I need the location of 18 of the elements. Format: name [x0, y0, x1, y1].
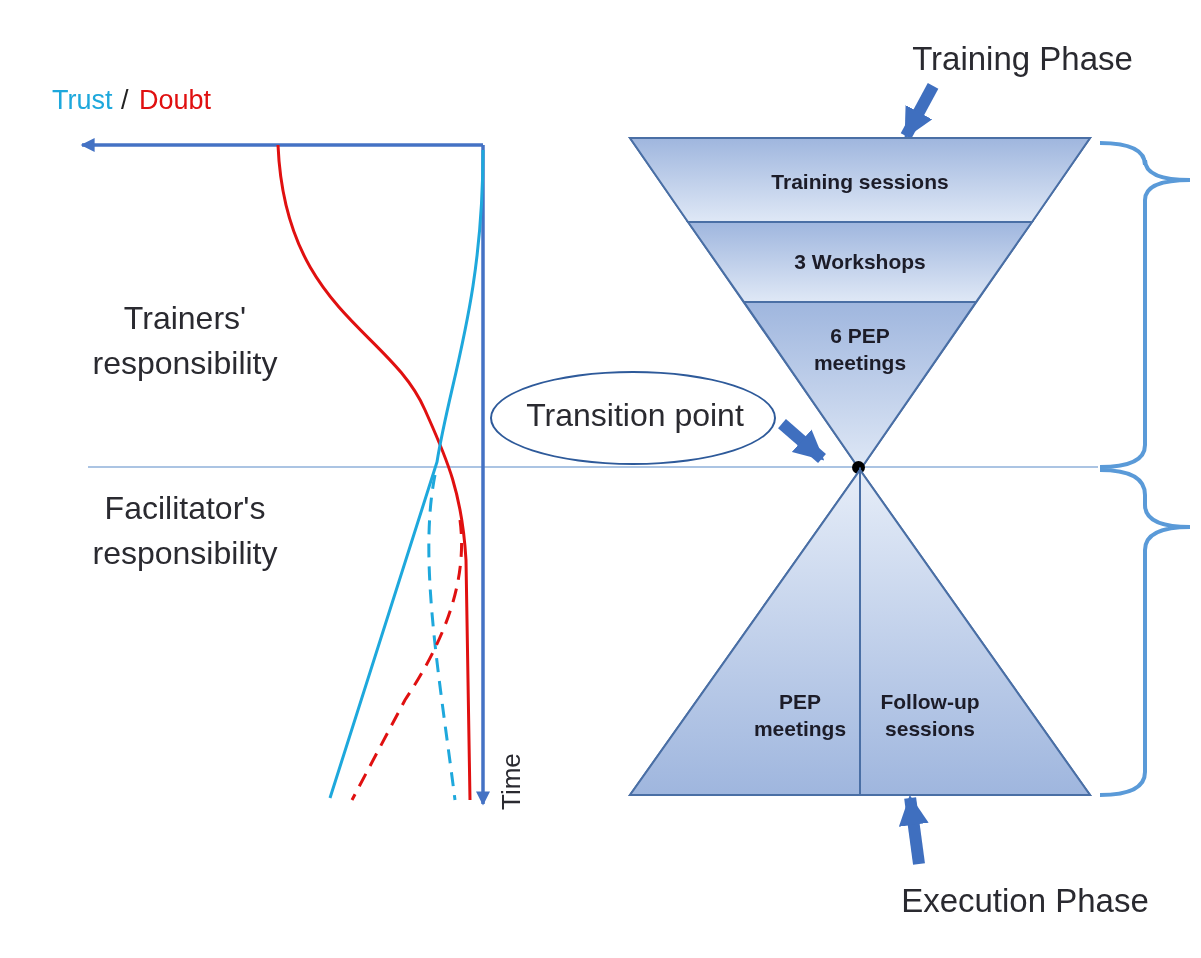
band-text: PEP meetings [752, 689, 848, 743]
legend-text: Doubt [139, 84, 212, 117]
section-label: Trainers' responsibility [91, 299, 279, 383]
block-arrow [778, 419, 826, 463]
band-text: 6 PEP meetings [812, 323, 908, 377]
axis-title: Time [495, 753, 527, 810]
callout-text: Transition point [526, 396, 744, 435]
phase-label-text: Execution Phase [901, 881, 1149, 921]
separator-slash: / [121, 84, 129, 117]
legend-text: Trust [52, 84, 113, 117]
block-arrow [898, 795, 929, 865]
callout-ellipse [490, 371, 776, 465]
section-label: Facilitator's responsibility [91, 489, 279, 573]
band-text: Follow-up sessions [879, 689, 981, 743]
phase-label-text: Training Phase [912, 39, 1133, 79]
block-arrow [900, 83, 939, 139]
band-text: 3 Workshops [794, 249, 926, 275]
band-text: Training sessions [771, 169, 949, 195]
